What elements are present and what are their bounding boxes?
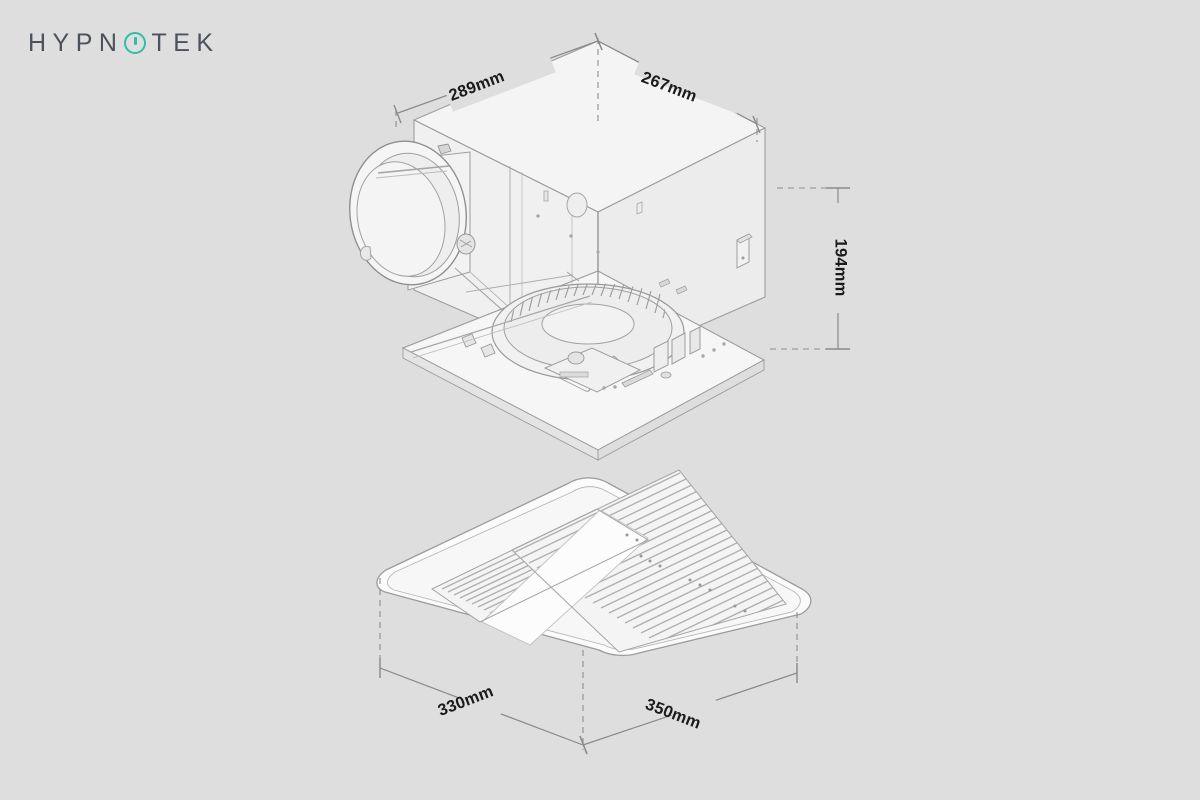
flange-clip-2 — [480, 343, 496, 358]
grille-bank-right-outline — [511, 469, 787, 653]
blower-hub-cap — [541, 303, 635, 345]
flange-vent-block-2 — [671, 332, 686, 365]
duct-damper-flap — [356, 161, 446, 277]
flange-grommet — [660, 371, 672, 379]
housing-flange-rail-shadow — [412, 301, 593, 359]
flange-dot-3 — [701, 354, 705, 358]
exhaust-fan-housing-isometric — [348, 40, 767, 461]
motor-label-strip — [559, 371, 589, 378]
housing-side-emblem — [636, 201, 643, 215]
housing-clamp-screw — [536, 214, 540, 218]
flange-vent-block-1 — [653, 340, 669, 373]
flange-vent-block-3 — [689, 326, 701, 355]
duct-support-strut — [454, 267, 511, 318]
exhaust-fan-grille-isometric — [376, 469, 812, 657]
dim-label-mask-289 — [442, 44, 556, 112]
motor-mount-hardware — [461, 326, 726, 393]
housing-bracket-screw — [741, 256, 745, 260]
dim-label-mask-194 — [823, 203, 853, 313]
duct-support-strut-2 — [469, 271, 513, 311]
housing-side-mark-1 — [658, 278, 671, 288]
housing-flange-rail — [410, 295, 591, 353]
duct-tab-left — [360, 245, 372, 261]
dim-tick-350-left — [579, 735, 588, 755]
duct-damper-hinge-shadow — [375, 170, 448, 179]
housing-inner-rail-tip — [566, 271, 580, 282]
flange-dot-2 — [613, 385, 617, 389]
brand-name-suffix: TEK — [151, 28, 220, 57]
duct-collar-assembly — [348, 140, 513, 318]
dim-tick-267-right — [752, 115, 761, 134]
brand-name-prefix: HYPN — [28, 28, 124, 57]
circle-tick-icon — [124, 32, 147, 54]
motor-shaft-boss — [567, 351, 585, 365]
dim-label-mask-267 — [634, 46, 748, 114]
housing-dimension-annotations — [393, 32, 853, 350]
housing-screw-dot-2 — [596, 250, 600, 254]
grille-dimension-annotations — [379, 578, 798, 755]
flange-rod — [621, 369, 654, 388]
housing-bracket-tab — [736, 233, 753, 244]
dim-label-mask-330 — [425, 671, 539, 739]
blower-wheel-assembly — [491, 283, 685, 383]
flange-dot-4 — [712, 348, 716, 352]
dim-label-mask-350 — [632, 672, 746, 740]
housing-side-mark-2 — [675, 285, 688, 295]
grille-fixture-dots — [625, 533, 747, 613]
duct-hinge-knob — [437, 143, 452, 155]
housing-flange-edge-right — [597, 359, 765, 461]
dim-tick-267-left — [594, 32, 603, 51]
flange-dot-1 — [602, 386, 606, 390]
brand-logo: HYPN TEK — [28, 26, 220, 60]
duct-screw-slot-1 — [459, 239, 473, 248]
grille-center-band — [481, 509, 649, 646]
dim-tick-289-left — [393, 104, 402, 124]
flange-dot-5 — [722, 342, 726, 346]
housing-knockout-hole — [566, 192, 588, 218]
housing-screw-dot-1 — [569, 234, 573, 238]
duct-damper-hinge — [377, 165, 450, 174]
housing-latch-glyph — [543, 190, 549, 202]
housing-inner-rail — [465, 274, 574, 293]
duct-screw-slot-2 — [460, 240, 472, 248]
